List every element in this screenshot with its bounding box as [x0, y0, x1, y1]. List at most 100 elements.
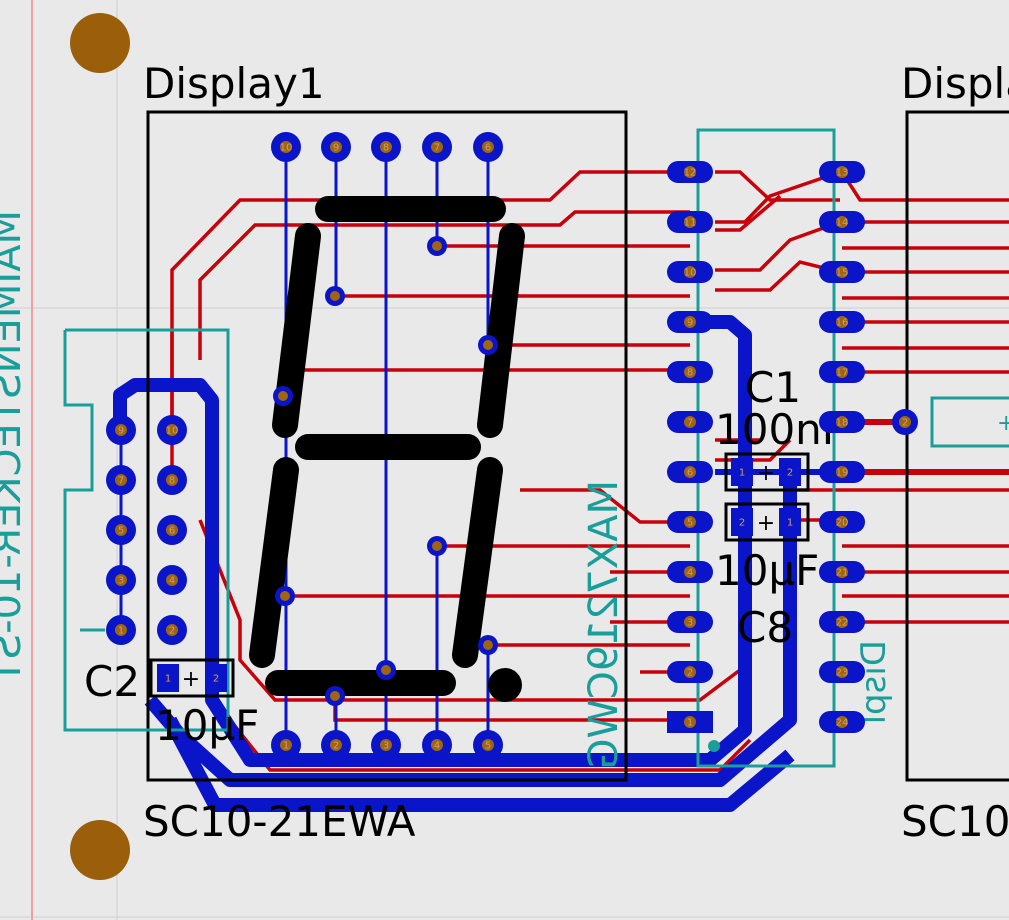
mounting-hole[interactable] [70, 820, 130, 880]
display1-pad-3[interactable]: 3 [371, 730, 401, 760]
header-pad-2[interactable]: 2 [157, 615, 187, 645]
via[interactable] [325, 286, 345, 306]
svg-text:2: 2 [169, 626, 175, 637]
ic-pad-4[interactable]: 4 [667, 561, 713, 583]
ic-pad-14[interactable]: 14 [819, 211, 865, 233]
ic-pad-12[interactable]: 12 [667, 161, 713, 183]
svg-text:+: + [757, 511, 775, 536]
ic-pad-15[interactable]: 15 [819, 261, 865, 283]
ic-pad-3[interactable]: 3 [667, 611, 713, 633]
svg-text:9: 9 [687, 318, 693, 329]
svg-text:+: + [182, 667, 200, 692]
display1-pad-4[interactable]: 4 [422, 730, 452, 760]
header-pad-10[interactable]: 10 [157, 415, 187, 445]
svg-text:1: 1 [165, 674, 171, 685]
display1-pad-8[interactable]: 8 [371, 132, 401, 162]
via[interactable] [427, 536, 447, 556]
header-pad-7[interactable]: 7 [106, 465, 136, 495]
display1-pad-5[interactable]: 5 [473, 730, 503, 760]
display2-name: Displa [901, 59, 1009, 108]
ic-pad-5[interactable]: 5 [667, 511, 713, 533]
ic-pad-6[interactable]: 6 [667, 461, 713, 483]
display2-pad-2[interactable]: 2 [892, 409, 918, 435]
svg-text:8: 8 [383, 143, 389, 154]
svg-text:19: 19 [836, 468, 849, 479]
ic-pad-16[interactable]: 16 [819, 311, 865, 333]
svg-text:+: + [757, 461, 775, 486]
svg-text:20: 20 [836, 518, 849, 529]
svg-text:9: 9 [118, 426, 124, 437]
display1-pad-10[interactable]: 10 [271, 132, 301, 162]
display2-mirrored-label: Displ [854, 640, 894, 724]
svg-text:1: 1 [787, 518, 793, 529]
ic-label: MAX7219CWG [581, 480, 627, 770]
ic-pad-23[interactable]: 23 [819, 661, 865, 683]
ic-pad-21[interactable]: 21 [819, 561, 865, 583]
display1-pad-9[interactable]: 9 [321, 132, 351, 162]
via[interactable] [478, 635, 498, 655]
ic-pad-19[interactable]: 19 [819, 461, 865, 483]
header-pad-8[interactable]: 8 [157, 465, 187, 495]
ic-pad-22[interactable]: 22 [819, 611, 865, 633]
segment-c [452, 457, 503, 668]
ic-pad-1[interactable]: 1 [667, 711, 713, 733]
svg-text:13: 13 [836, 168, 849, 179]
header-pad-5[interactable]: 5 [106, 515, 136, 545]
header-pad-4[interactable]: 4 [157, 565, 187, 595]
ic-pad-24[interactable]: 24 [819, 711, 865, 733]
via[interactable] [478, 335, 498, 355]
c1-pad-1[interactable]: 1 [731, 458, 753, 486]
top-copper-traces[interactable] [170, 170, 1009, 772]
svg-text:1: 1 [118, 626, 124, 637]
display2-connector-plus: + [997, 411, 1009, 436]
via[interactable] [273, 386, 293, 406]
header-pad-9[interactable]: 9 [106, 415, 136, 445]
svg-text:1: 1 [739, 468, 745, 479]
via[interactable] [427, 236, 447, 256]
svg-text:10: 10 [280, 143, 293, 154]
ic-pad-10[interactable]: 10 [667, 261, 713, 283]
c8-pad-2[interactable]: 2 [731, 508, 753, 536]
c2-pad-2[interactable]: 2 [205, 664, 227, 692]
display1-pad-7[interactable]: 7 [422, 132, 452, 162]
ic-pad-17[interactable]: 17 [819, 361, 865, 383]
segment-dp [488, 668, 522, 702]
c8-pad-1[interactable]: 1 [779, 508, 801, 536]
header-pad-1[interactable]: 1 [106, 615, 136, 645]
via[interactable] [376, 660, 396, 680]
svg-text:7: 7 [434, 143, 440, 154]
ic-pad-2[interactable]: 2 [667, 661, 713, 683]
c2-pad-1[interactable]: 1 [157, 664, 179, 692]
svg-text:2: 2 [787, 468, 793, 479]
svg-text:4: 4 [434, 741, 440, 752]
header-pad-3[interactable]: 3 [106, 565, 136, 595]
via[interactable] [325, 686, 345, 706]
header-pad-6[interactable]: 6 [157, 515, 187, 545]
ic-pad-20[interactable]: 20 [819, 511, 865, 533]
ic-pad-9[interactable]: 9 [667, 311, 713, 333]
mounting-hole[interactable] [70, 13, 130, 73]
c1-pad-2[interactable]: 2 [779, 458, 801, 486]
svg-text:8: 8 [687, 368, 693, 379]
segment-e [249, 457, 299, 668]
svg-text:14: 14 [836, 218, 849, 229]
via[interactable] [275, 586, 295, 606]
ic-pad-7[interactable]: 7 [667, 411, 713, 433]
svg-text:8: 8 [169, 476, 175, 487]
ic-pad-8[interactable]: 8 [667, 361, 713, 383]
svg-text:2: 2 [687, 668, 693, 679]
svg-text:5: 5 [687, 518, 693, 529]
display1-pad-1[interactable]: 1 [271, 730, 301, 760]
display1-pad-6[interactable]: 6 [473, 132, 503, 162]
svg-text:12: 12 [684, 168, 697, 179]
display1-name: Display1 [143, 59, 325, 108]
ic-pad-13[interactable]: 13 [819, 161, 865, 183]
display1-pad-2[interactable]: 2 [321, 730, 351, 760]
ic-pad-18[interactable]: 18 [819, 411, 865, 433]
c8-value: 10µF [715, 546, 819, 595]
svg-text:9: 9 [333, 143, 339, 154]
svg-text:5: 5 [118, 526, 124, 537]
ic-pad-11[interactable]: 11 [667, 211, 713, 233]
